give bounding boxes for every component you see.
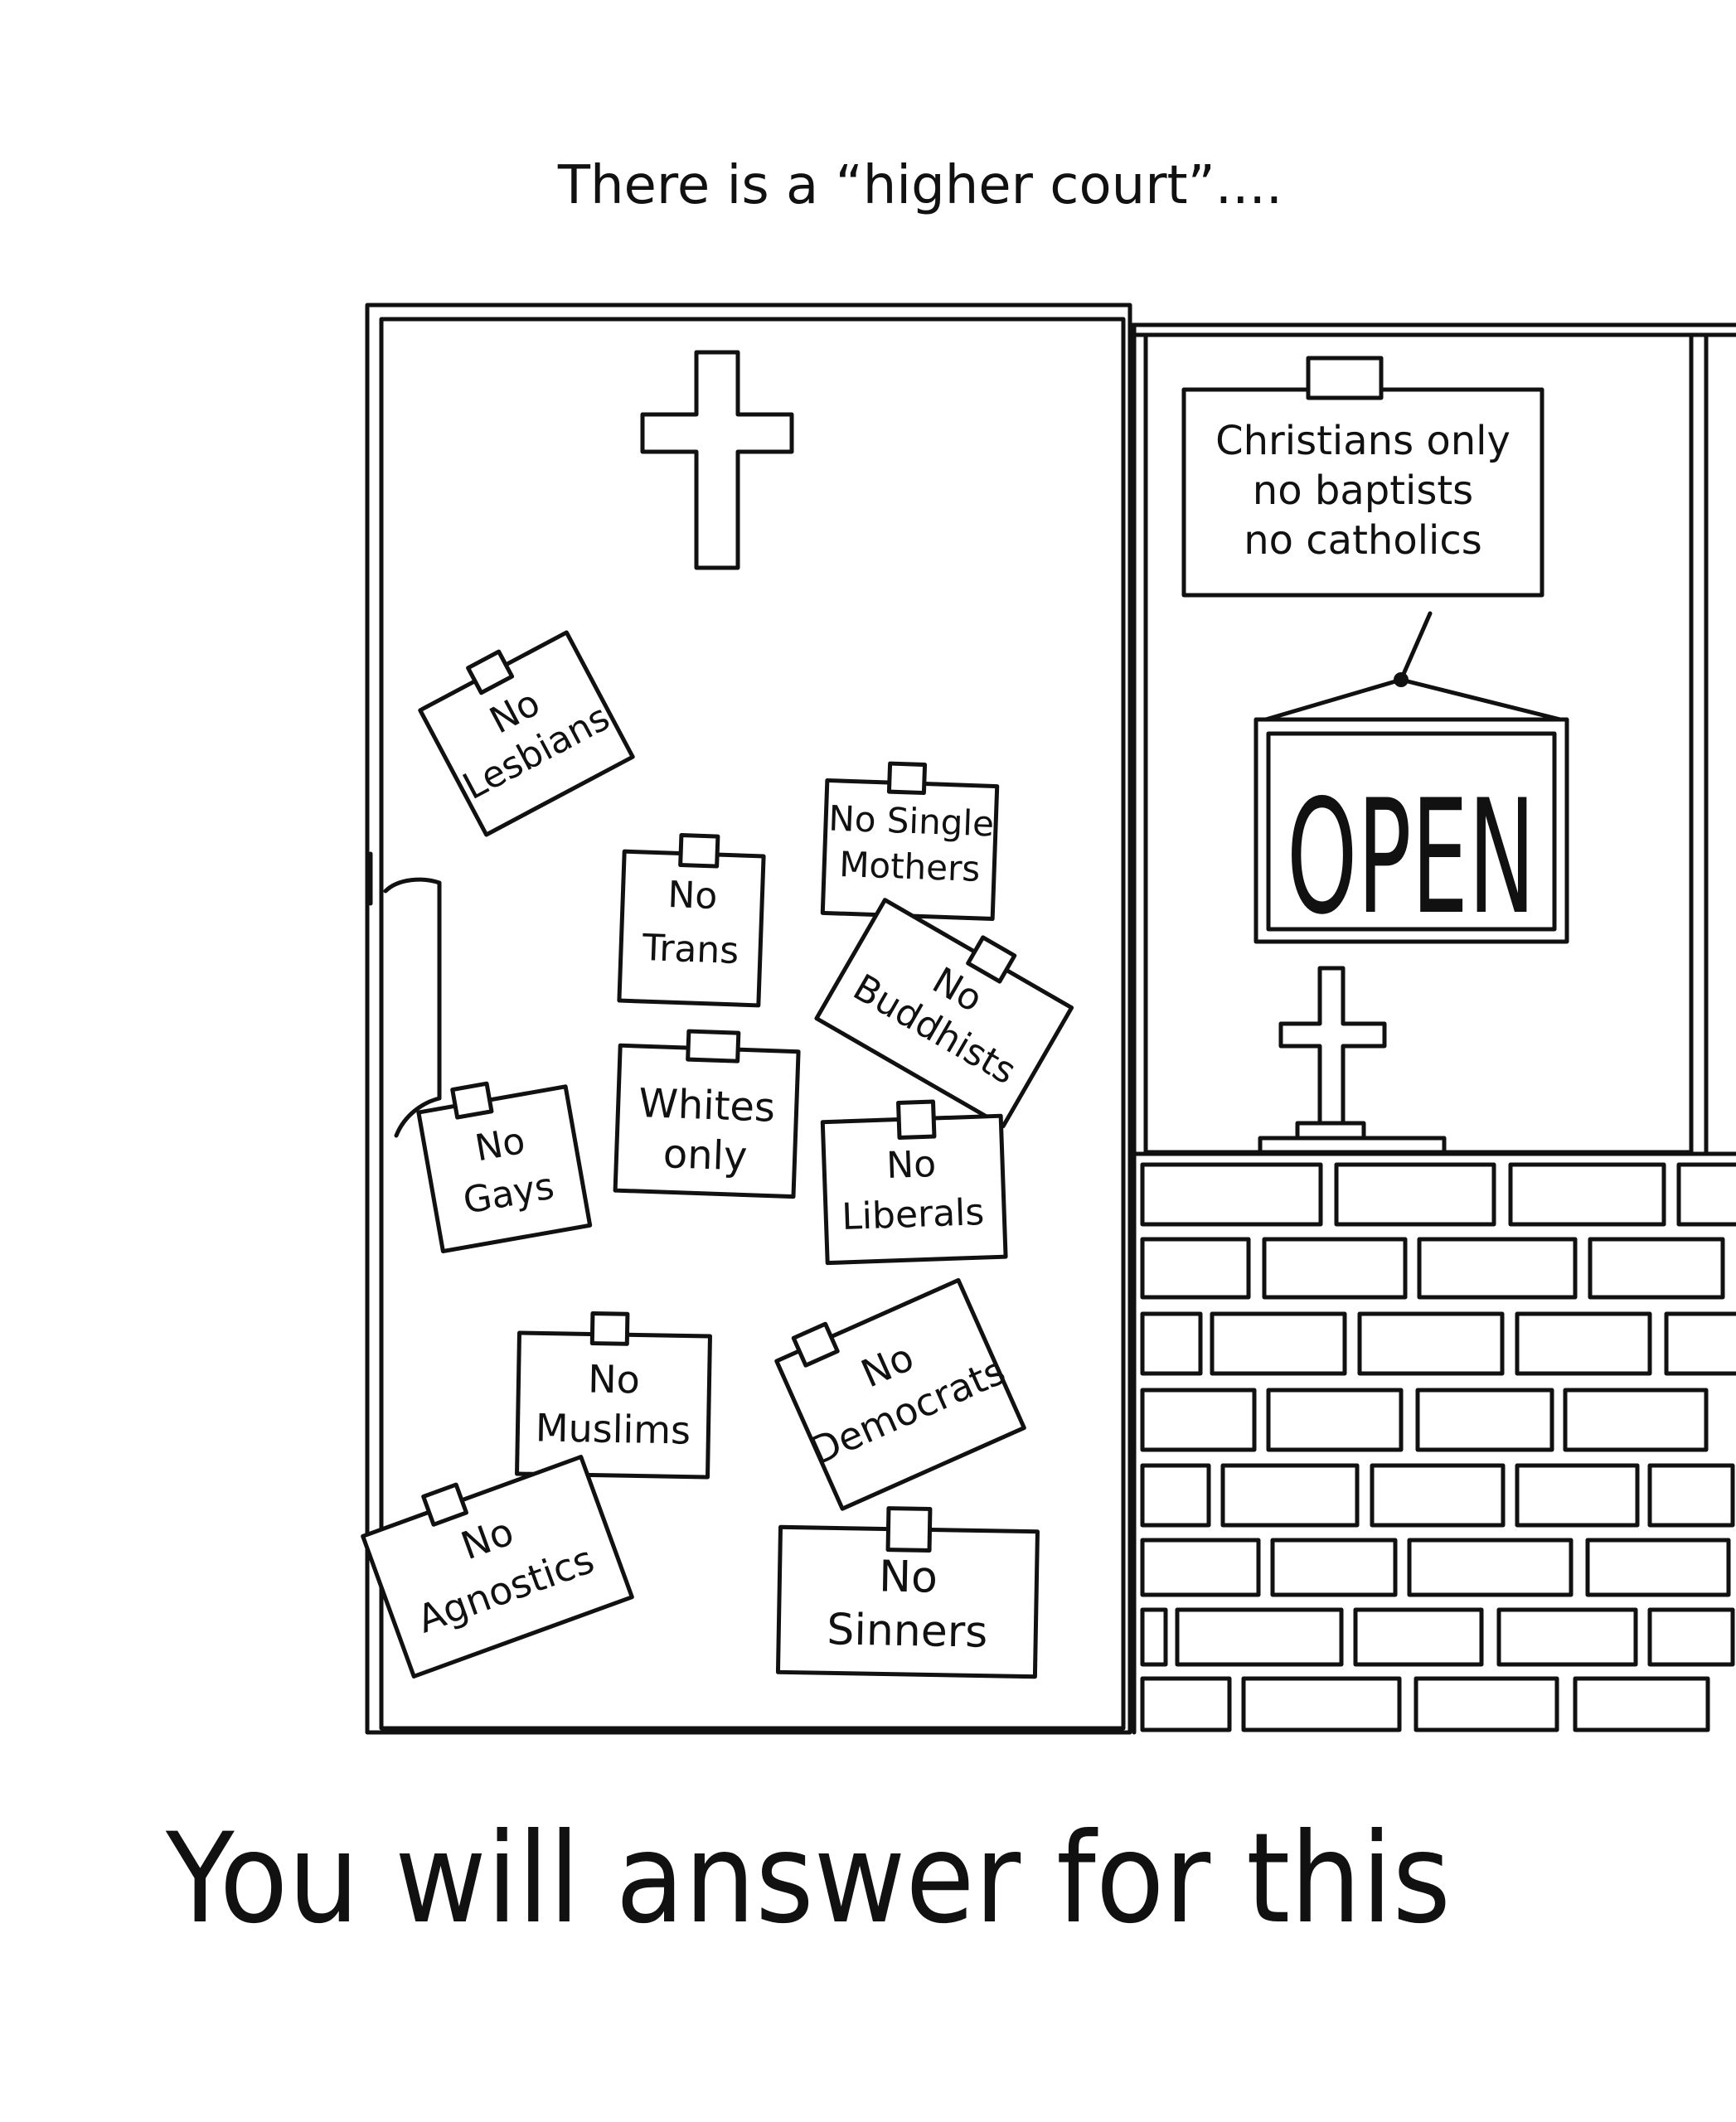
bottom-caption: You will answer for this	[165, 1807, 1451, 1951]
svg-text:only: only	[662, 1131, 748, 1180]
sign-hook	[1399, 611, 1433, 682]
svg-text:No Single: No Single	[828, 798, 995, 845]
brick	[1262, 1237, 1408, 1300]
brick	[1647, 1607, 1735, 1667]
brick	[1210, 1311, 1347, 1376]
brick	[1140, 1538, 1261, 1597]
brick	[1370, 1463, 1506, 1528]
svg-text:Sinners: Sinners	[827, 1605, 988, 1657]
brick	[1417, 1237, 1578, 1300]
brick	[1140, 1388, 1257, 1452]
brick	[1676, 1162, 1736, 1227]
brick	[1270, 1538, 1398, 1597]
svg-text:No: No	[472, 1120, 528, 1170]
brick	[1415, 1388, 1554, 1452]
svg-text:Christians only: Christians only	[1215, 418, 1511, 464]
brick	[1573, 1676, 1710, 1732]
sign-christians-only: Christians only no baptists no catholics	[1181, 356, 1544, 598]
brick	[1588, 1237, 1725, 1300]
sign-no-liberals: No Liberals	[820, 1099, 1008, 1266]
sign-no-trans: No Trans	[617, 833, 766, 1008]
svg-text:Whites: Whites	[638, 1080, 776, 1131]
sign-no-democrats: No Democrats	[774, 1277, 1026, 1511]
brick	[1357, 1311, 1505, 1376]
brick	[1266, 1388, 1404, 1452]
sign-no-sinners: No Sinners	[775, 1506, 1040, 1679]
brick	[1508, 1162, 1666, 1227]
brick	[1563, 1388, 1709, 1452]
small-cross-icon	[1258, 966, 1447, 1155]
cross-icon	[640, 350, 794, 570]
brick	[1496, 1607, 1638, 1667]
svg-text:no baptists: no baptists	[1253, 468, 1473, 514]
brick	[1140, 1463, 1211, 1528]
door-handle	[368, 851, 442, 1138]
sign-no-buddhists: No Buddhists	[814, 898, 1074, 1129]
svg-text:No: No	[885, 1143, 937, 1187]
sign-no-single-mothers: No Single Mothers	[820, 761, 1000, 922]
brick	[1515, 1463, 1640, 1528]
brick	[1140, 1607, 1168, 1667]
brick	[1414, 1676, 1559, 1732]
left-window	[365, 303, 1132, 1735]
svg-text:Trans: Trans	[641, 927, 739, 972]
brick	[1140, 1237, 1251, 1300]
brick	[1647, 1463, 1735, 1528]
brick	[1334, 1162, 1496, 1227]
svg-text:No: No	[667, 874, 719, 918]
sign-no-lesbians: No Lesbians	[418, 630, 635, 837]
svg-text:Mothers: Mothers	[838, 844, 981, 889]
svg-text:No: No	[588, 1356, 640, 1402]
brick	[1664, 1311, 1736, 1376]
brick	[1353, 1607, 1484, 1667]
sign-no-gays: No Gays	[416, 1081, 593, 1253]
brick	[1515, 1311, 1652, 1376]
brick	[1140, 1311, 1203, 1376]
open-sign: OPEN	[1254, 677, 1569, 949]
sign-no-agnostics: No Agnostics	[361, 1455, 634, 1679]
brick	[1241, 1676, 1402, 1732]
svg-text:OPEN: OPEN	[1287, 766, 1535, 949]
brick	[1407, 1538, 1574, 1597]
brick	[1220, 1463, 1360, 1528]
svg-text:Muslims: Muslims	[535, 1405, 691, 1452]
svg-text:no catholics: no catholics	[1244, 517, 1482, 564]
brick	[1140, 1162, 1323, 1227]
sign-no-muslims: No Muslims	[515, 1311, 712, 1480]
brick	[1585, 1538, 1731, 1597]
brick	[1140, 1676, 1232, 1732]
svg-text:Liberals: Liberals	[841, 1191, 985, 1238]
brick	[1175, 1607, 1344, 1667]
top-caption: There is a “higher court”....	[557, 155, 1283, 216]
sign-whites-only: Whites only	[613, 1029, 801, 1199]
brick-wall[interactable]	[1132, 1151, 1736, 1732]
svg-text:No: No	[879, 1552, 938, 1602]
